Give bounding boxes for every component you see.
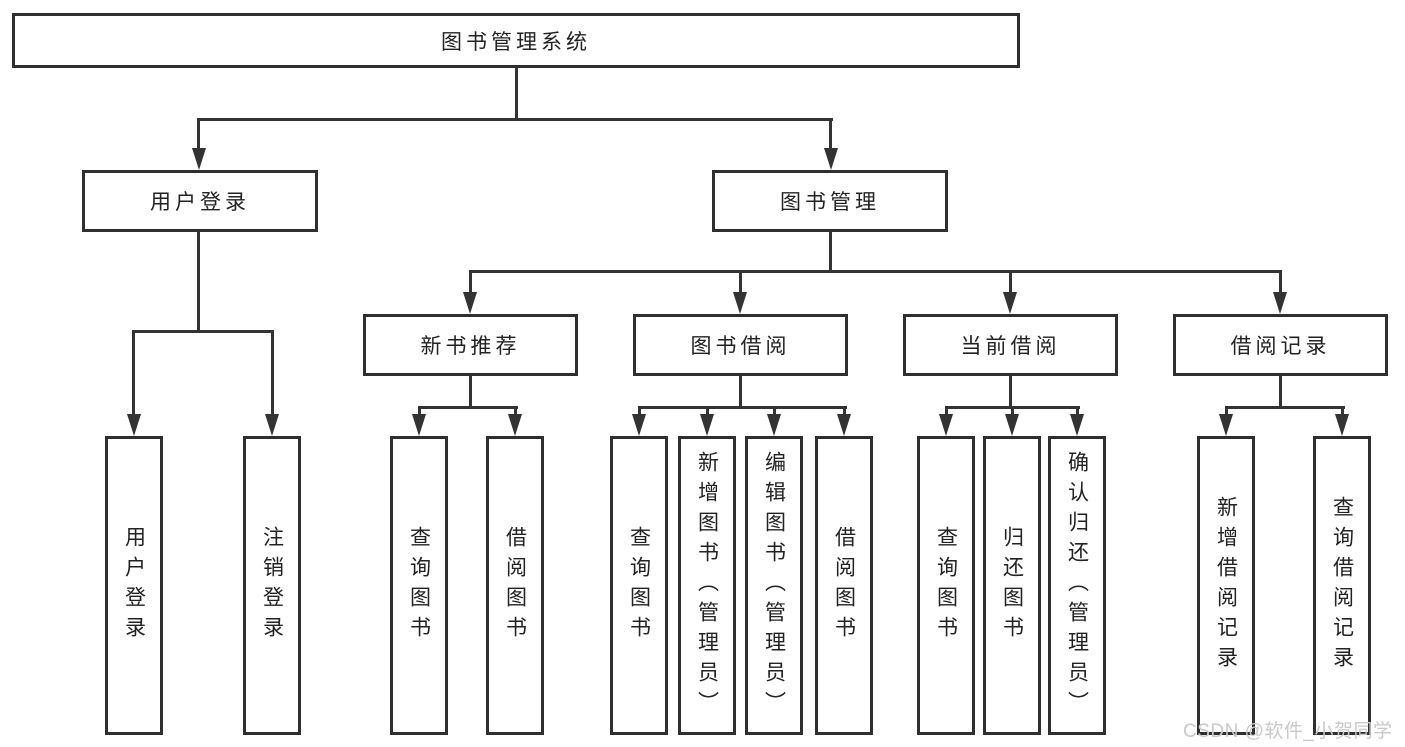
arrow-down-icon — [127, 414, 141, 436]
leaf-borrow-books-recommend-label: 借阅图书 — [503, 525, 527, 646]
connector-line — [829, 121, 832, 149]
node-borrow-records-label: 借阅记录 — [1230, 335, 1331, 358]
connector-line — [197, 232, 200, 332]
connector-line — [1341, 409, 1344, 415]
arrow-down-icon — [733, 292, 747, 314]
arrow-down-icon — [939, 414, 953, 436]
connector-line — [945, 409, 948, 415]
node-current-borrow: 当前借阅 — [903, 314, 1118, 376]
csdn-watermark: CSDN @软件_小贺同学 — [1183, 721, 1393, 742]
leaf-edit-book-admin: 编辑图书（管理员） — [745, 436, 803, 735]
connector-line — [1225, 409, 1228, 415]
arrow-down-icon — [632, 414, 646, 436]
leaf-user-login: 用户登录 — [105, 436, 163, 735]
arrow-down-icon — [508, 414, 522, 436]
connector-line — [132, 330, 274, 333]
connector-line — [945, 406, 1080, 409]
connector-line — [132, 333, 135, 414]
connector-line — [739, 273, 742, 293]
node-borrow-records: 借阅记录 — [1173, 314, 1388, 376]
connector-line — [1011, 409, 1014, 415]
leaf-add-borrow-record: 新增借阅记录 — [1197, 436, 1255, 735]
node-root: 图书管理系统 — [12, 13, 1020, 68]
leaf-query-books-borrow: 查询图书 — [610, 436, 668, 735]
arrow-down-icon — [767, 414, 781, 436]
leaf-borrow-books-recommend: 借阅图书 — [486, 436, 544, 735]
arrow-down-icon — [1003, 292, 1017, 314]
node-book-borrow: 图书借阅 — [633, 314, 848, 376]
node-user-login-label: 用户登录 — [150, 191, 250, 214]
leaf-query-borrow-record: 查询借阅记录 — [1313, 436, 1371, 735]
leaf-return-book-label: 归还图书 — [1000, 525, 1024, 646]
arrow-down-icon — [412, 414, 426, 436]
node-book-management: 图书管理 — [712, 170, 948, 232]
connector-line — [1279, 273, 1282, 293]
arrow-down-icon — [837, 414, 851, 436]
connector-line — [469, 376, 472, 408]
connector-line — [197, 121, 200, 149]
node-root-label: 图书管理系统 — [441, 30, 591, 54]
leaf-confirm-return-admin: 确认归还（管理员） — [1048, 436, 1106, 735]
node-book-management-label: 图书管理 — [780, 191, 880, 214]
leaf-edit-book-admin-label: 编辑图书（管理员） — [762, 450, 786, 721]
leaf-confirm-return-admin-label: 确认归还（管理员） — [1065, 450, 1089, 721]
leaf-query-books-current-label: 查询图书 — [934, 525, 958, 646]
leaf-borrow-books-label: 借阅图书 — [832, 525, 856, 646]
connector-line — [829, 232, 832, 272]
connector-line — [1279, 376, 1282, 408]
connector-line — [773, 409, 776, 415]
connector-line — [514, 409, 517, 415]
arrow-down-icon — [1219, 414, 1233, 436]
connector-line — [706, 409, 709, 415]
leaf-logout: 注销登录 — [243, 436, 301, 735]
connector-line — [418, 406, 518, 409]
leaf-logout-label: 注销登录 — [260, 525, 284, 646]
connector-line — [197, 118, 833, 121]
leaf-query-books-borrow-label: 查询图书 — [627, 525, 651, 646]
connector-line — [271, 333, 274, 414]
leaf-query-borrow-record-label: 查询借阅记录 — [1330, 495, 1354, 676]
arrow-down-icon — [1070, 414, 1084, 436]
connector-line — [515, 68, 518, 120]
arrow-down-icon — [700, 414, 714, 436]
connector-line — [469, 273, 472, 293]
connector-line — [469, 270, 1282, 273]
arrow-down-icon — [1273, 292, 1287, 314]
connector-line — [638, 409, 641, 415]
arrow-down-icon — [824, 148, 838, 170]
leaf-borrow-books: 借阅图书 — [815, 436, 873, 735]
leaf-add-book-admin: 新增图书（管理员） — [678, 436, 736, 735]
connector-line — [1009, 376, 1012, 408]
connector-line — [638, 406, 847, 409]
connector-line — [1225, 406, 1345, 409]
node-user-login: 用户登录 — [82, 170, 318, 232]
leaf-query-books-current: 查询图书 — [917, 436, 975, 735]
leaf-return-book: 归还图书 — [983, 436, 1041, 735]
arrow-down-icon — [1335, 414, 1349, 436]
node-book-borrow-label: 图书借阅 — [690, 335, 791, 358]
connector-line — [418, 409, 421, 415]
node-current-borrow-label: 当前借阅 — [960, 335, 1061, 358]
leaf-query-books-recommend-label: 查询图书 — [407, 525, 431, 646]
node-new-book-recommend: 新书推荐 — [363, 314, 578, 376]
connector-line — [1009, 273, 1012, 293]
leaf-user-login-label: 用户登录 — [122, 525, 146, 646]
connector-line — [843, 409, 846, 415]
leaf-add-book-admin-label: 新增图书（管理员） — [695, 450, 719, 721]
arrow-down-icon — [192, 148, 206, 170]
arrow-down-icon — [1005, 414, 1019, 436]
connector-line — [1076, 409, 1079, 415]
arrow-down-icon — [463, 292, 477, 314]
leaf-add-borrow-record-label: 新增借阅记录 — [1214, 495, 1238, 676]
leaf-query-books-recommend: 查询图书 — [390, 436, 448, 735]
arrow-down-icon — [265, 414, 279, 436]
node-new-book-recommend-label: 新书推荐 — [420, 335, 521, 358]
connector-line — [739, 376, 742, 408]
